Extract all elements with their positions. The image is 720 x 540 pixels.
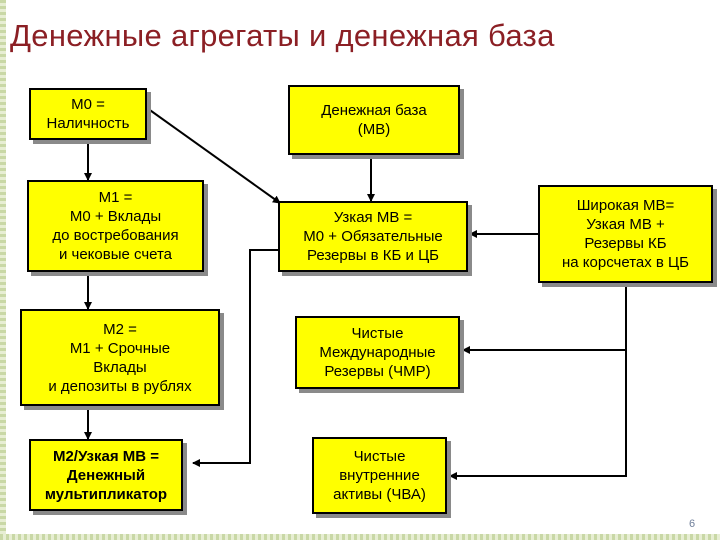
box-monetary-base: Денежная база (МВ) — [288, 85, 460, 155]
box-multiplier: M2/Узкая МВ = Денежный мультипликатор — [29, 439, 183, 511]
arrow-m0-to-narrow-mb — [146, 107, 281, 204]
slide-title: Денежные агрегаты и денежная база — [10, 18, 555, 53]
box-m0: M0 = Наличность — [29, 88, 147, 140]
box-m2: M2 = M1 + Срочные Вклады и депозиты в ру… — [20, 309, 220, 406]
box-broad-mb: Широкая МВ= Узкая МВ + Резервы КБ на кор… — [538, 185, 713, 283]
box-nir: Чистые Международные Резервы (ЧМР) — [295, 316, 460, 389]
box-m1: M1 = M0 + Вклады до востребования и чеко… — [27, 180, 204, 272]
arrow-broad-mb-to-nda — [449, 350, 627, 480]
left-decorative-strip — [0, 0, 6, 540]
page-number: 6 — [689, 518, 696, 530]
box-nda: Чистые внутренние активы (ЧВА) — [312, 437, 447, 514]
box-narrow-mb: Узкая МВ = M0 + Обязательные Резервы в К… — [278, 201, 468, 272]
arrow-narrow-mb-to-multiplier — [192, 249, 278, 467]
arrow-broad-mb-to-nir — [462, 283, 627, 354]
bottom-decorative-strip — [0, 534, 720, 540]
